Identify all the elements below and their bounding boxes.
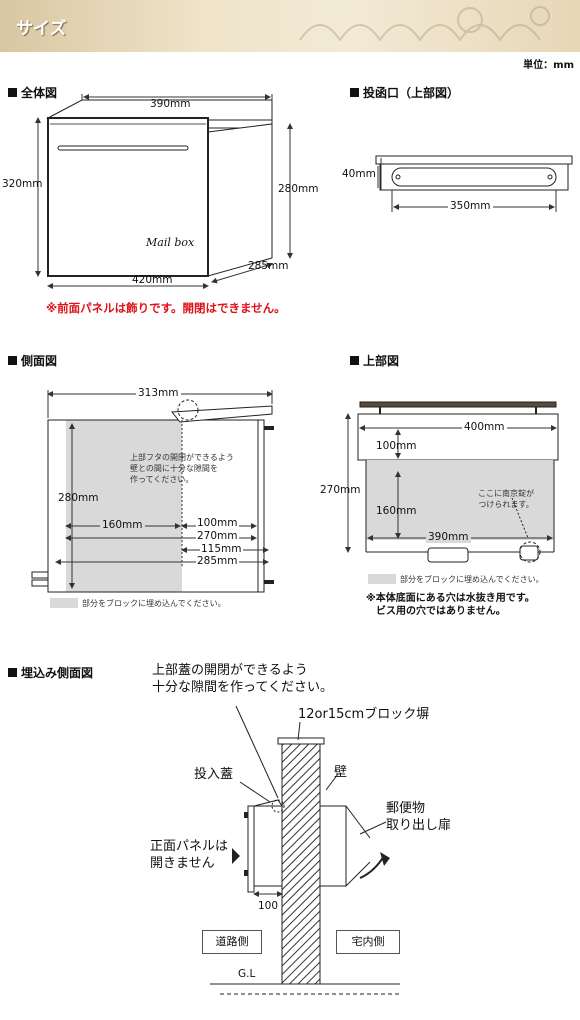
road-side-tag: 道路側 (202, 930, 262, 954)
gap-note: 上部フタの開閉ができるよう 壁との間に十分な隙間を 作ってください。 (130, 453, 234, 484)
panel-note: ※前面パネルは飾りです。開閉はできません。 (46, 301, 286, 315)
lock-note: ここに南京錠が つけられます。 (478, 489, 534, 509)
dim-285: 285mm (248, 260, 289, 272)
embed-view (210, 705, 400, 995)
header-banner: サイズ (0, 0, 580, 52)
section-overall: 全体図 (8, 84, 57, 101)
top-dim-400: 400mm (462, 421, 507, 433)
page-title: サイズ (16, 19, 67, 39)
section-embed: 埋込み側面図 (8, 664, 93, 681)
block-wall-label: 12or15cmブロック塀 (298, 707, 430, 722)
dim-390: 390mm (150, 98, 191, 110)
section-slot: 投函口（上部図） (350, 84, 459, 101)
embed-heading: 上部蓋の開閉ができるよう 十分な隙間を作ってください。 (152, 663, 333, 695)
section-top: 上部図 (350, 352, 399, 369)
door-label: 郵便物 取り出し扉 (386, 801, 452, 833)
top-dim-100: 100mm (376, 440, 417, 452)
dim-320: 320mm (2, 178, 43, 190)
side-legend-swatch (50, 598, 78, 608)
drain-note: ※本体底面にある穴は水抜き用です。 ビス用の穴ではありません。 (366, 593, 535, 617)
side-dim-280: 280mm (58, 492, 99, 504)
gl-label: G.L (238, 968, 256, 980)
side-legend: 部分をブロックに埋め込んでください。 (82, 599, 226, 608)
top-view (345, 401, 559, 563)
house-side-tag: 宅内側 (336, 930, 400, 954)
mailbox-logo: Mail box (146, 236, 195, 249)
header-ornament (299, 6, 550, 42)
overall-view (35, 94, 293, 289)
dim-313: 313mm (136, 387, 181, 399)
side-dim-285: 285mm (196, 555, 239, 567)
embed-dim-100: 100 (258, 900, 279, 912)
dim-420: 420mm (132, 274, 173, 286)
slot-lid-label: 投入蓋 (194, 767, 234, 782)
top-dim-270: 270mm (320, 484, 361, 496)
side-dim-160: 160mm (100, 519, 145, 531)
top-legend-swatch (368, 574, 396, 584)
slot-view (375, 155, 573, 212)
dim-40: 40mm (342, 168, 376, 180)
unit-label: 単位：mm (523, 60, 574, 71)
front-panel-label: 正面パネルは 開きません (150, 839, 229, 871)
top-dim-160: 160mm (376, 505, 417, 517)
top-legend: 部分をブロックに埋め込んでください。 (400, 575, 544, 584)
dim-350: 350mm (448, 200, 493, 212)
section-side: 側面図 (8, 352, 57, 369)
wall-label: 壁 (334, 765, 348, 780)
side-dim-115: 115mm (200, 543, 243, 555)
top-dim-390: 390mm (426, 531, 471, 543)
side-dim-100: 100mm (196, 517, 239, 529)
side-view (31, 390, 274, 593)
side-dim-270: 270mm (196, 530, 239, 542)
dim-280: 280mm (278, 183, 319, 195)
